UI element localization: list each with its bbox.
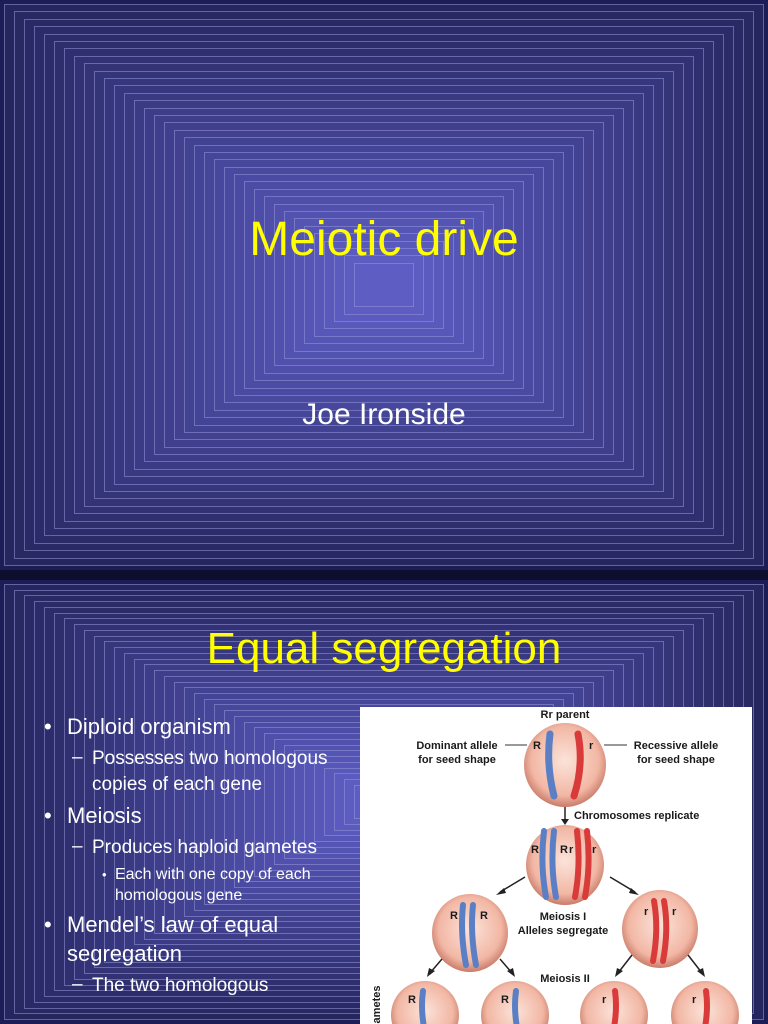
bullet-subsubitem: •Each with one copy of each homologous g… — [102, 866, 311, 904]
svg-text:r: r — [589, 740, 594, 752]
gamete-cell-1: R — [391, 981, 459, 1024]
svg-text:r: r — [644, 906, 649, 918]
recessive-allele-label: Recessive allele — [634, 740, 718, 752]
gametes-label: Gametes — [371, 986, 383, 1024]
slide-title: Meiotic drive Joe Ironside — [0, 0, 768, 570]
svg-text:R: R — [408, 994, 416, 1006]
bullet-item: •Diploid organism — [44, 714, 231, 739]
svg-text:r: r — [569, 844, 574, 856]
parent-cell: R r — [524, 723, 606, 807]
svg-text:R: R — [531, 844, 539, 856]
bullet-item: •Mendel’s law of equal segregation — [44, 912, 279, 966]
dominant-allele-label: Dominant allele — [416, 740, 497, 752]
presentation-title: Meiotic drive — [249, 213, 519, 266]
meiosis-diagram: Rr parent Dominant allele for seed shape… — [360, 707, 752, 1024]
gamete-cell-3: r — [580, 981, 648, 1024]
replicated-cell: R R r r — [526, 825, 604, 905]
bullet-item: •Meiosis — [44, 803, 142, 828]
svg-text:r: r — [592, 844, 597, 856]
slide-equal-segregation: Equal segregation •Diploid organism –Pos… — [0, 580, 768, 1024]
replicate-label: Chromosomes replicate — [574, 810, 699, 822]
meiosis1-label: Meiosis I — [540, 911, 586, 923]
svg-text:r: r — [692, 994, 697, 1006]
gamete-cell-4: r — [671, 981, 739, 1024]
meiosis-diagram-svg: Rr parent Dominant allele for seed shape… — [371, 709, 739, 1024]
bullet-subitem: –The two homologous — [72, 974, 269, 996]
svg-text:R: R — [450, 910, 458, 922]
meiosis1-cell-left: R R — [432, 894, 508, 972]
slide-heading: Equal segregation — [206, 624, 562, 673]
gamete-cell-2: R — [481, 981, 549, 1024]
background-rectangle — [354, 262, 414, 308]
parent-label: Rr parent — [541, 709, 590, 721]
bullet-list: •Diploid organism –Possesses two homolog… — [40, 712, 360, 1002]
svg-text:R: R — [560, 844, 568, 856]
svg-text:R: R — [533, 740, 541, 752]
bullet-subitem: –Possesses two homologous copies of each… — [72, 747, 328, 795]
recessive-allele-label-2: for seed shape — [637, 754, 715, 766]
svg-text:R: R — [480, 910, 488, 922]
bullet-subitem: –Produces haploid gametes — [72, 836, 317, 858]
svg-text:r: r — [602, 994, 607, 1006]
presentation-author: Joe Ironside — [302, 398, 466, 431]
dominant-allele-label-2: for seed shape — [418, 754, 496, 766]
segregate-label: Alleles segregate — [518, 925, 609, 937]
svg-text:r: r — [672, 906, 677, 918]
meiosis2-label: Meiosis II — [540, 973, 590, 985]
svg-text:R: R — [501, 994, 509, 1006]
meiosis1-cell-right: r r — [622, 890, 698, 968]
